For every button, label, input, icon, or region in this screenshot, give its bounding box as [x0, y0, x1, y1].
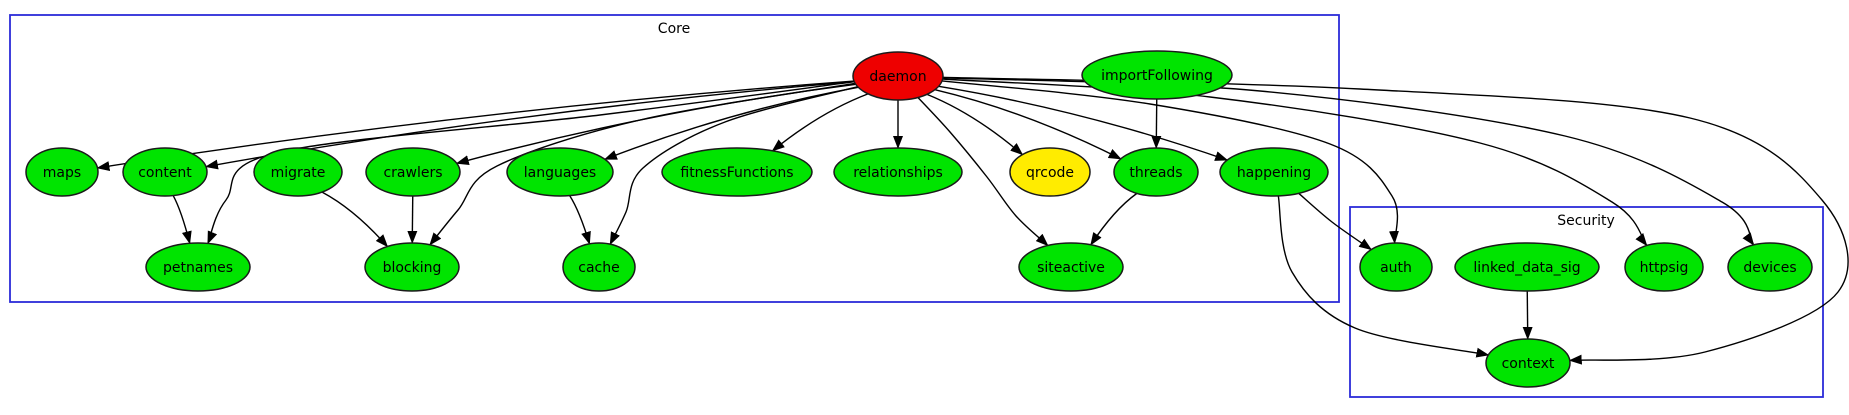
node-httpsig-shape	[1624, 242, 1704, 292]
node-content: content	[122, 147, 208, 197]
edge-daemon-happening	[938, 85, 1229, 161]
node-migrate: migrate	[253, 147, 343, 197]
edge-migrate-blocking	[321, 191, 389, 248]
node-happening: happening	[1219, 147, 1329, 197]
edge-daemon-threads	[934, 89, 1122, 160]
edge-daemon-qrcode	[926, 93, 1024, 156]
node-petnames-label: petnames	[163, 260, 233, 276]
node-context-label: context	[1502, 356, 1555, 372]
node-linked_data_sig-label: linked_data_sig	[1473, 260, 1580, 276]
edge-threads-siteactive	[1090, 192, 1138, 246]
node-fitnessFunctions-shape	[661, 147, 813, 197]
node-content-label: content	[138, 165, 192, 181]
edge-daemon-context	[942, 76, 1849, 365]
edge-daemon-httpsig	[942, 78, 1648, 247]
node-maps: maps	[25, 147, 99, 197]
node-auth-shape	[1359, 242, 1433, 292]
node-qrcode-shape	[1009, 147, 1091, 197]
edge-daemon-siteactive	[917, 97, 1049, 247]
node-languages: languages	[506, 147, 614, 197]
node-blocking-shape	[364, 242, 460, 292]
node-maps-shape	[25, 147, 99, 197]
node-qrcode-label: qrcode	[1026, 165, 1074, 181]
node-relationships-shape	[833, 147, 963, 197]
edge-daemon-petnames	[207, 81, 855, 245]
node-cache-label: cache	[578, 260, 619, 276]
node-devices-label: devices	[1743, 260, 1796, 276]
node-cache: cache	[562, 242, 636, 292]
node-importFollowing-shape	[1081, 50, 1233, 100]
node-threads-shape	[1113, 147, 1199, 197]
node-relationships-label: relationships	[853, 165, 943, 181]
edge-importFollowing-threads	[1151, 98, 1162, 149]
node-relationships: relationships	[833, 147, 963, 197]
edge-languages-cache	[569, 195, 591, 245]
edge-linked_data_sig-context	[1522, 290, 1533, 340]
node-fitnessFunctions: fitnessFunctions	[661, 147, 813, 197]
edge-happening-context	[1277, 195, 1490, 358]
node-petnames: petnames	[145, 242, 251, 292]
node-httpsig-label: httpsig	[1640, 260, 1689, 276]
node-threads-label: threads	[1129, 165, 1182, 181]
node-auth: auth	[1359, 242, 1433, 292]
node-context-shape	[1485, 338, 1571, 388]
node-siteactive-label: siteactive	[1037, 260, 1105, 276]
node-devices-shape	[1727, 242, 1813, 292]
node-happening-label: happening	[1237, 165, 1311, 181]
edge-daemon-auth	[941, 80, 1399, 245]
node-petnames-shape	[145, 242, 251, 292]
node-maps-label: maps	[43, 165, 81, 181]
node-linked_data_sig-shape	[1454, 242, 1600, 292]
node-daemon: daemon	[852, 51, 944, 101]
node-migrate-label: migrate	[271, 165, 326, 181]
node-content-shape	[122, 147, 208, 197]
node-crawlers-shape	[365, 147, 461, 197]
node-cache-shape	[562, 242, 636, 292]
cluster-core-box	[9, 14, 1340, 303]
node-migrate-shape	[253, 147, 343, 197]
cluster-core-label: Core	[658, 21, 690, 37]
node-threads: threads	[1113, 147, 1199, 197]
node-siteactive: siteactive	[1018, 242, 1124, 292]
node-linked_data_sig: linked_data_sig	[1454, 242, 1600, 292]
node-qrcode: qrcode	[1009, 147, 1091, 197]
edge-daemon-cache	[609, 86, 858, 246]
node-httpsig: httpsig	[1624, 242, 1704, 292]
edge-happening-auth	[1298, 192, 1373, 251]
node-blocking: blocking	[364, 242, 460, 292]
node-languages-shape	[506, 147, 614, 197]
node-importFollowing-label: importFollowing	[1101, 68, 1213, 84]
edge-daemon-languages	[603, 86, 859, 160]
node-devices: devices	[1727, 242, 1813, 292]
cluster-security-box	[1349, 206, 1824, 398]
node-auth-label: auth	[1380, 260, 1412, 276]
node-fitnessFunctions-label: fitnessFunctions	[680, 165, 793, 181]
node-context: context	[1485, 338, 1571, 388]
cluster-security-label: Security	[1557, 213, 1615, 229]
node-blocking-label: blocking	[383, 260, 442, 276]
edge-daemon-maps	[96, 80, 855, 172]
node-crawlers-label: crawlers	[383, 165, 442, 181]
node-languages-label: languages	[524, 165, 596, 181]
node-daemon-label: daemon	[869, 69, 926, 85]
node-crawlers: crawlers	[365, 147, 461, 197]
node-happening-shape	[1219, 147, 1329, 197]
node-siteactive-shape	[1018, 242, 1124, 292]
node-daemon-shape	[852, 51, 944, 101]
node-importFollowing: importFollowing	[1081, 50, 1233, 100]
edge-daemon-fitnessFunctions	[771, 93, 869, 152]
edge-content-petnames	[172, 195, 192, 245]
